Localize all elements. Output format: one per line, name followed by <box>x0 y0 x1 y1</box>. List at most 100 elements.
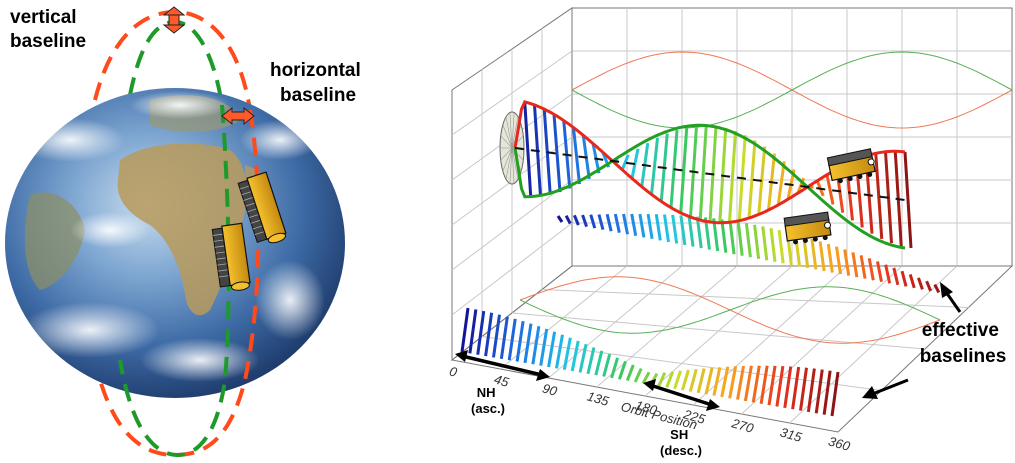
floor-bar <box>696 368 706 394</box>
mid-bar <box>572 214 580 226</box>
spoke <box>511 147 519 180</box>
tick-label: 360 <box>827 433 853 454</box>
satellite-bottom-right-icon <box>783 211 832 245</box>
helix-bar <box>650 137 659 195</box>
floor-bar <box>728 366 738 399</box>
mid-bar <box>581 214 588 228</box>
spoke <box>500 147 513 161</box>
mid-bar <box>826 243 834 273</box>
mid-bar <box>753 224 761 259</box>
mid-bar <box>687 215 695 247</box>
mid-bar <box>720 219 728 253</box>
floor-bar <box>531 325 541 365</box>
mid-bar <box>777 229 785 264</box>
helix-bar <box>728 130 737 223</box>
mid-bar <box>646 213 654 240</box>
floor-bar <box>484 312 494 357</box>
tick-label: 315 <box>778 424 804 445</box>
mid-bar <box>917 277 924 290</box>
spoke <box>509 112 513 149</box>
effective-baselines-label: effective baselines <box>920 320 1007 367</box>
floor-bar <box>515 320 525 362</box>
mid-bar <box>818 241 826 272</box>
floor-bar <box>562 337 572 370</box>
floor-bar <box>712 366 722 396</box>
vertical-baseline-arrow <box>162 6 186 34</box>
floor-bar <box>806 368 816 413</box>
grid-line <box>481 336 882 391</box>
floor-bar <box>586 347 596 375</box>
horizontal-baseline-label: horizontal baseline <box>270 60 366 106</box>
vertical-baseline-label: vertical baseline <box>10 7 86 52</box>
spoke <box>502 124 513 149</box>
mid-bar <box>728 220 736 255</box>
floor-bar <box>523 323 533 364</box>
floor-bar <box>594 350 604 376</box>
tick-label: 0 <box>448 363 460 380</box>
mid-bar <box>884 264 892 284</box>
mid-bar <box>900 270 908 287</box>
satellite-top-right-icon <box>826 148 876 184</box>
floor-bar <box>830 371 840 417</box>
mid-bar <box>736 221 744 256</box>
effective-baselines-arrow-lower <box>862 378 909 399</box>
floor-bar <box>492 314 501 358</box>
floor-bar <box>783 366 793 409</box>
box-grid <box>450 7 1014 433</box>
mid-bar <box>761 226 769 261</box>
floor-bar <box>704 367 714 395</box>
tick-label: 45 <box>492 371 511 390</box>
back-wall-projections <box>571 51 1013 129</box>
floor-bar <box>618 360 627 380</box>
mid-bar <box>695 216 703 249</box>
satellite-lower-icon <box>211 222 251 291</box>
floor-bar <box>625 364 635 382</box>
mid-baseline-bars <box>556 213 949 295</box>
floor-green-curve <box>519 286 941 334</box>
horizontal-baseline-arrow <box>221 106 255 126</box>
floor-bar <box>547 331 557 368</box>
floor-bar <box>633 367 643 383</box>
satellite-upper-icon <box>237 171 287 244</box>
floor-bar <box>743 365 753 402</box>
helix-bar <box>630 148 640 179</box>
helix-bar <box>874 153 884 239</box>
floor-bar <box>507 318 517 361</box>
mid-bar <box>622 213 630 235</box>
mid-bar <box>556 215 564 223</box>
tick-label: 90 <box>541 380 560 399</box>
left-panel: vertical baseline horizontal baseline <box>5 6 366 458</box>
spoke <box>511 116 519 149</box>
back-green-curve <box>571 51 1013 129</box>
back-wall-gridlines <box>572 8 1012 266</box>
tick-label: 225 <box>681 406 708 427</box>
floor-bar <box>759 365 769 404</box>
floor-bar <box>657 372 667 387</box>
south-america-landmass <box>24 192 85 290</box>
mid-bar <box>564 214 572 225</box>
helix-bar <box>747 140 757 219</box>
helix-bar <box>679 127 689 213</box>
floor-bar <box>460 307 470 353</box>
grid-line <box>541 289 969 308</box>
floor-bar <box>476 310 486 355</box>
mid-bar <box>613 213 621 234</box>
mid-bar <box>654 214 662 241</box>
floor-bar <box>688 368 698 392</box>
green-orbit-front <box>118 104 231 458</box>
floor-bar <box>468 309 478 354</box>
earth-globe <box>5 88 345 398</box>
red-orbit-front <box>98 109 261 458</box>
helix-bar <box>572 127 581 185</box>
mid-bar <box>908 274 916 289</box>
floor-bar <box>539 328 549 366</box>
floor-bar <box>822 370 832 415</box>
spoke <box>500 135 513 149</box>
cloud-cover <box>15 91 325 382</box>
africa-landmass <box>117 143 247 316</box>
tick-label: 270 <box>729 415 756 436</box>
floor-bar <box>775 365 785 407</box>
